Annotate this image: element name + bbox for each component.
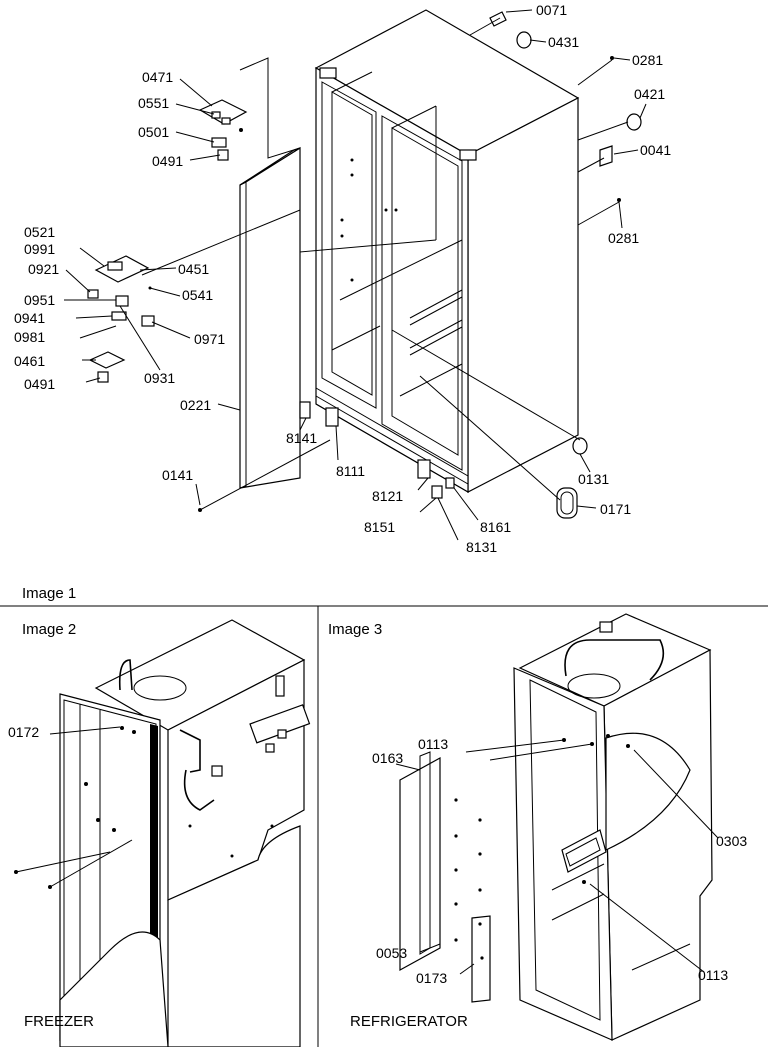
label-0491-top: 0491 <box>152 153 183 169</box>
label-0551: 0551 <box>138 95 169 111</box>
label-0113-top: 0113 <box>418 736 448 752</box>
image1-cabinet <box>314 9 580 494</box>
label-0931: 0931 <box>144 370 175 386</box>
label-0221: 0221 <box>180 397 211 413</box>
label-0981: 0981 <box>14 329 45 345</box>
label-0281-top: 0281 <box>632 52 663 68</box>
bottom-hinge-assembly <box>198 401 455 512</box>
caption-refrigerator: REFRIGERATOR <box>350 1013 468 1030</box>
label-0172: 0172 <box>8 724 39 740</box>
label-8151: 8151 <box>364 519 395 535</box>
label-8141: 8141 <box>286 430 317 446</box>
label-0951: 0951 <box>24 292 55 308</box>
middle-hinge-assembly <box>87 209 437 383</box>
label-0053: 0053 <box>376 945 407 961</box>
label-8131: 8131 <box>466 539 497 555</box>
label-8121: 8121 <box>372 488 403 504</box>
label-0163: 0163 <box>372 750 403 766</box>
label-0521: 0521 <box>24 224 55 240</box>
label-0071: 0071 <box>536 2 567 18</box>
label-0281-side: 0281 <box>608 230 639 246</box>
image2-freezer-cabinet <box>14 619 311 1047</box>
caption-image1: Image 1 <box>22 585 76 602</box>
label-0303: 0303 <box>716 833 747 849</box>
caption-image2: Image 2 <box>22 621 76 638</box>
label-0131: 0131 <box>578 471 609 487</box>
label-0501: 0501 <box>138 124 169 140</box>
label-0921: 0921 <box>28 261 59 277</box>
image1-freezer-door <box>239 146 301 489</box>
top-hinge-assembly <box>198 57 301 161</box>
label-8111: 8111 <box>336 463 365 479</box>
label-0491-bottom: 0491 <box>24 376 55 392</box>
caption-freezer: FREEZER <box>24 1013 94 1030</box>
label-0113-bottom: 0113 <box>698 967 728 983</box>
label-0431: 0431 <box>548 34 579 50</box>
label-0171: 0171 <box>600 501 631 517</box>
right-side-parts <box>391 11 642 519</box>
image3-refrigerator-cabinet <box>395 613 719 1041</box>
label-0991: 0991 <box>24 241 55 257</box>
label-0141: 0141 <box>162 467 193 483</box>
label-0471: 0471 <box>142 69 173 85</box>
label-8161: 8161 <box>480 519 511 535</box>
label-0041: 0041 <box>640 142 671 158</box>
label-0173: 0173 <box>416 970 447 986</box>
image1-leader-lines <box>64 9 647 541</box>
caption-image3: Image 3 <box>328 621 382 638</box>
label-0941: 0941 <box>14 310 45 326</box>
label-0421: 0421 <box>634 86 665 102</box>
label-0461: 0461 <box>14 353 45 369</box>
label-0971: 0971 <box>194 331 225 347</box>
label-0451: 0451 <box>178 261 209 277</box>
label-0541: 0541 <box>182 287 213 303</box>
image1-part-labels: 0071 0431 0281 0421 0041 0281 0471 0551 … <box>14 2 671 555</box>
